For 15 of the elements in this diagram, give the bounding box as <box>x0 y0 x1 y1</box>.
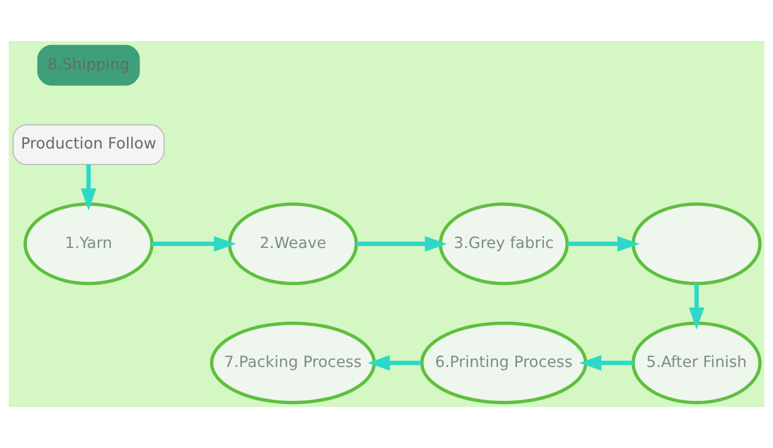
arrow <box>368 355 422 371</box>
node-ellipse: 7.Packing Process <box>210 322 376 404</box>
arrow <box>356 236 447 252</box>
node-ellipse: 6.Printing Process <box>420 322 588 404</box>
arrow <box>579 355 633 371</box>
arrow <box>80 164 96 211</box>
node-ellipse: 1.Yarn <box>24 202 154 286</box>
node-ellipse: 3.Grey fabric <box>438 202 569 286</box>
node-ellipse: 2.Weave <box>228 202 358 286</box>
arrow <box>152 236 236 252</box>
node-circle <box>632 202 762 286</box>
node-ellipse: 5.After Finish <box>632 322 762 404</box>
node-box: Production Follow <box>12 124 165 166</box>
arrow <box>688 284 704 330</box>
arrow <box>567 236 640 252</box>
